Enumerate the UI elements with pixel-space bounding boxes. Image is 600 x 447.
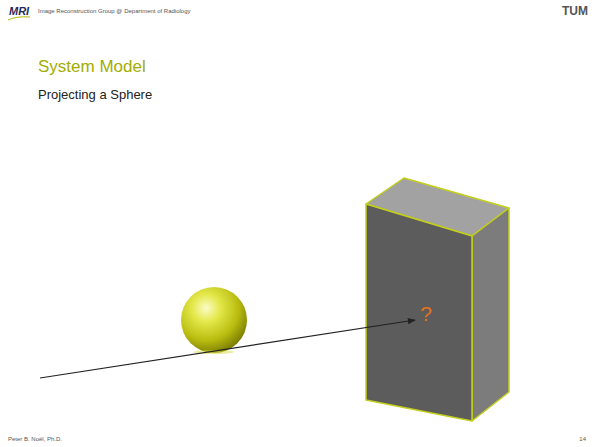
slide-subtitle: Projecting a Sphere	[38, 88, 152, 103]
header-text: Image Reconstruction Group @ Department …	[38, 8, 191, 15]
projection-ray	[40, 320, 415, 378]
university-logo: TUM	[562, 5, 588, 19]
group-logo: MRI	[9, 5, 29, 18]
node-text: ?	[420, 302, 432, 326]
logo-swoosh	[8, 17, 30, 20]
footer-author: Peter B. Noël, Ph.D.	[8, 436, 62, 443]
sphere	[181, 287, 247, 353]
detector-mark: ?	[418, 302, 434, 326]
page-number: 14	[579, 436, 586, 443]
slide-title: System Model	[38, 57, 146, 77]
detector-slab	[366, 178, 509, 421]
